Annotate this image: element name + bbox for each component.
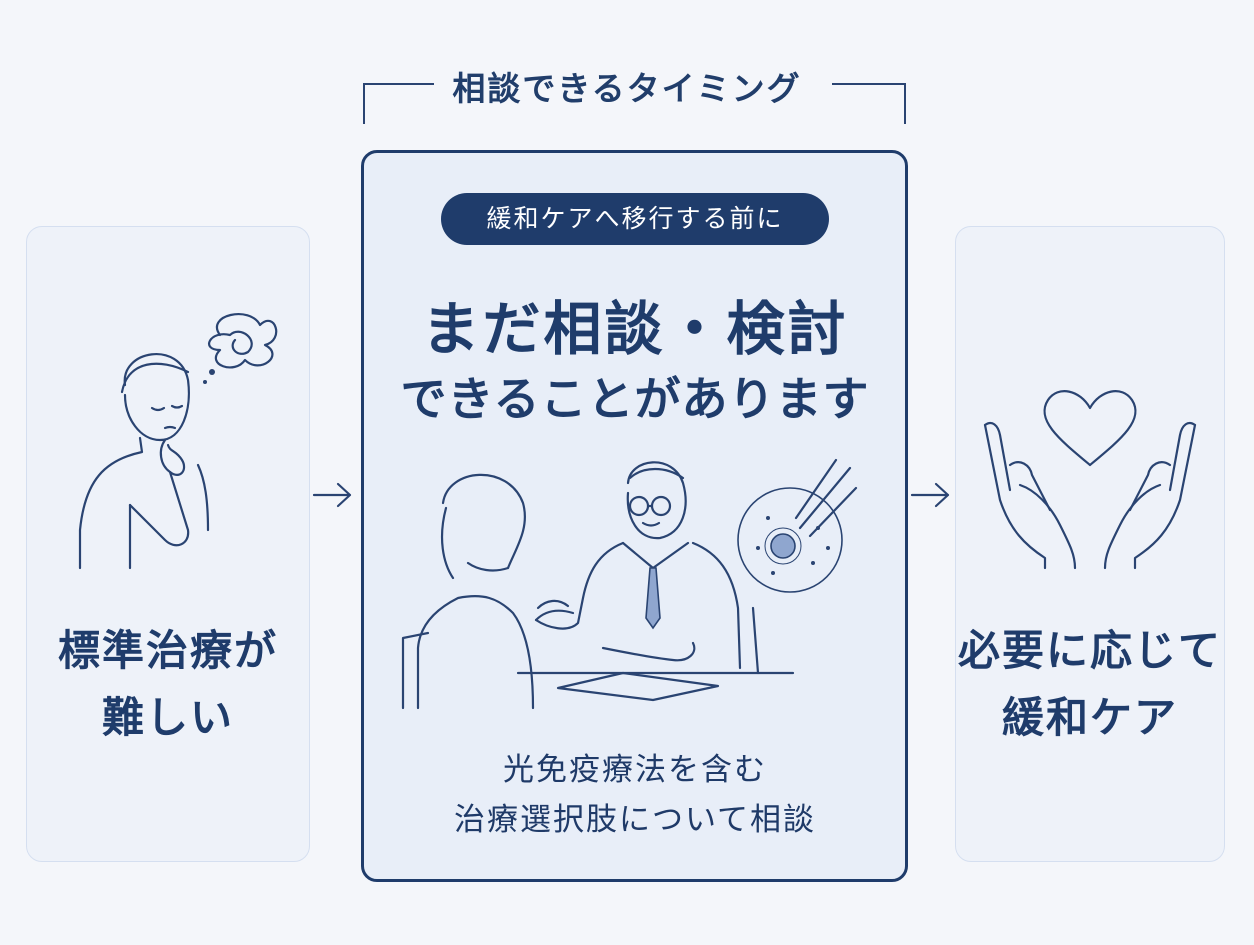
right-card: [955, 226, 1225, 862]
arrow-right-icon: [312, 482, 352, 508]
worried-person-icon: [78, 313, 278, 570]
center-card: [361, 150, 908, 882]
hands-heart-icon: [983, 390, 1197, 570]
pill-label: 緩和ケアへ移行する前に: [441, 193, 829, 245]
timing-bracket: [363, 83, 906, 124]
sub-line2: 治療選択肢について相談: [453, 802, 817, 838]
right-card-line2: 緩和ケア: [1001, 693, 1178, 742]
left-card-line1: 標準治療が: [57, 626, 278, 675]
left-card-line2: 難しい: [101, 693, 234, 742]
left-card: [26, 226, 310, 862]
timing-label: 相談できるタイミング: [452, 69, 802, 108]
cell-laser-icon: [737, 458, 858, 593]
headline-line2: できることがあります: [400, 372, 870, 426]
sub-line1: 光免疫療法を含む: [503, 752, 767, 788]
arrow-right-icon: [910, 482, 950, 508]
right-card-line1: 必要に応じて: [957, 626, 1222, 675]
headline-line1: まだ相談・検討: [421, 295, 849, 363]
doctor-consultation-icon: [401, 461, 795, 710]
